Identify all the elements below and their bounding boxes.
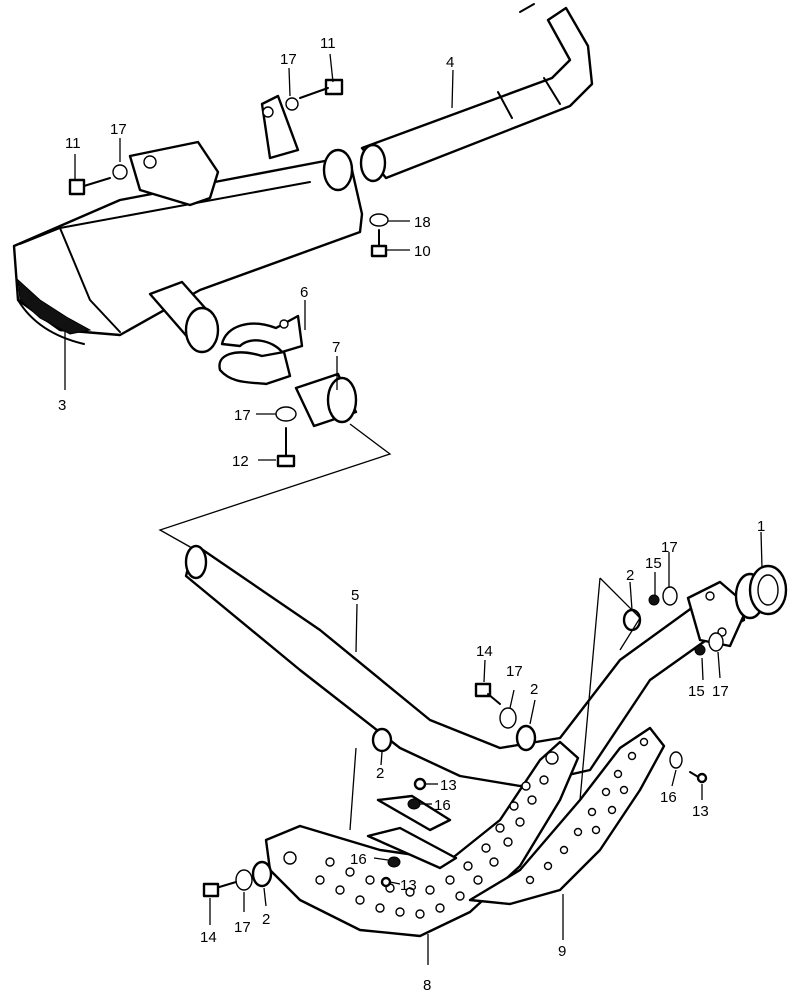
- callout-2: 2: [376, 765, 384, 782]
- muffler-part-3: [12, 94, 364, 354]
- brackets-part-16: [366, 794, 458, 870]
- leader-lines: [64, 53, 763, 965]
- callout-labels: 1 2 2 2 2 3 4 5 6 7 8 9 10 11 11 12 13 1…: [58, 35, 765, 994]
- callout-17: 17: [506, 663, 523, 680]
- callout-17: 17: [234, 407, 251, 424]
- callout-8: 8: [423, 977, 431, 994]
- callout-9: 9: [558, 943, 566, 960]
- callout-5: 5: [351, 587, 359, 604]
- callout-12: 12: [232, 453, 249, 470]
- callout-7: 7: [332, 339, 340, 356]
- callout-16: 16: [660, 789, 677, 806]
- heat-guard-8-holes: [315, 775, 549, 919]
- callout-13: 13: [440, 777, 457, 794]
- callout-15: 15: [645, 555, 662, 572]
- callout-11: 11: [65, 135, 81, 152]
- callout-17: 17: [234, 919, 251, 936]
- pipe-part-4: [359, 3, 594, 183]
- heat-guard-9-holes: [525, 737, 649, 885]
- clamp-part-6: [218, 314, 304, 386]
- callout-14: 14: [476, 643, 493, 660]
- exhaust-pipe-part-5: [184, 544, 766, 788]
- callout-11: 11: [320, 35, 336, 52]
- callout-14: 14: [200, 929, 217, 946]
- callout-17: 17: [280, 51, 297, 68]
- callout-2: 2: [626, 567, 634, 584]
- callout-15: 15: [688, 683, 705, 700]
- callout-1: 1: [757, 518, 765, 535]
- callout-18: 18: [414, 214, 431, 231]
- callout-16: 16: [434, 797, 451, 814]
- gasket-part-1: [748, 564, 788, 616]
- callout-2: 2: [262, 911, 270, 928]
- heat-guard-part-9: [468, 726, 666, 906]
- callout-17: 17: [712, 683, 729, 700]
- joint-part-7: [294, 372, 358, 428]
- callout-13: 13: [692, 803, 709, 820]
- callout-17: 17: [110, 121, 127, 138]
- callout-17: 17: [661, 539, 678, 556]
- callout-2: 2: [530, 681, 538, 698]
- callout-16: 16: [350, 851, 367, 868]
- callout-10: 10: [414, 243, 431, 260]
- callout-6: 6: [300, 284, 308, 301]
- fasteners-bottom: [202, 586, 724, 898]
- assembly-connection-lines: [158, 423, 641, 831]
- callout-13: 13: [400, 877, 417, 894]
- callout-3: 3: [58, 397, 66, 414]
- callout-4: 4: [446, 54, 454, 71]
